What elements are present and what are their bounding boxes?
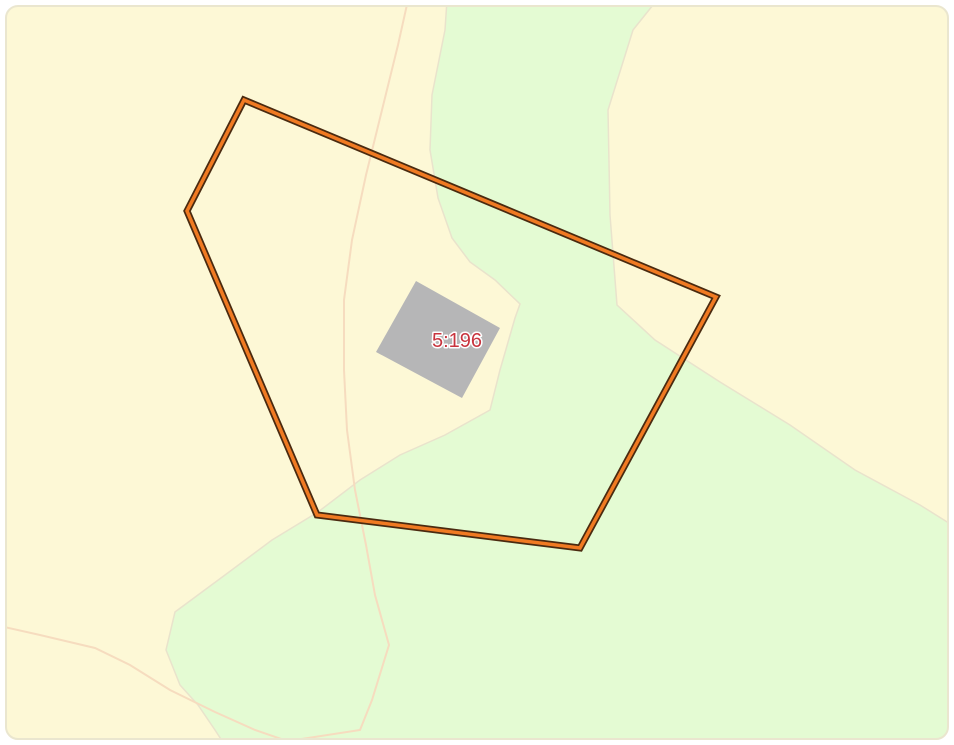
property-line-north xyxy=(294,6,409,739)
map-frame-border xyxy=(5,5,949,740)
forest-area xyxy=(165,6,948,739)
parcel-label: 5:196 xyxy=(432,330,482,352)
building[interactable] xyxy=(376,281,500,398)
property-line-west xyxy=(6,625,291,739)
property-boundary[interactable] xyxy=(185,97,719,550)
